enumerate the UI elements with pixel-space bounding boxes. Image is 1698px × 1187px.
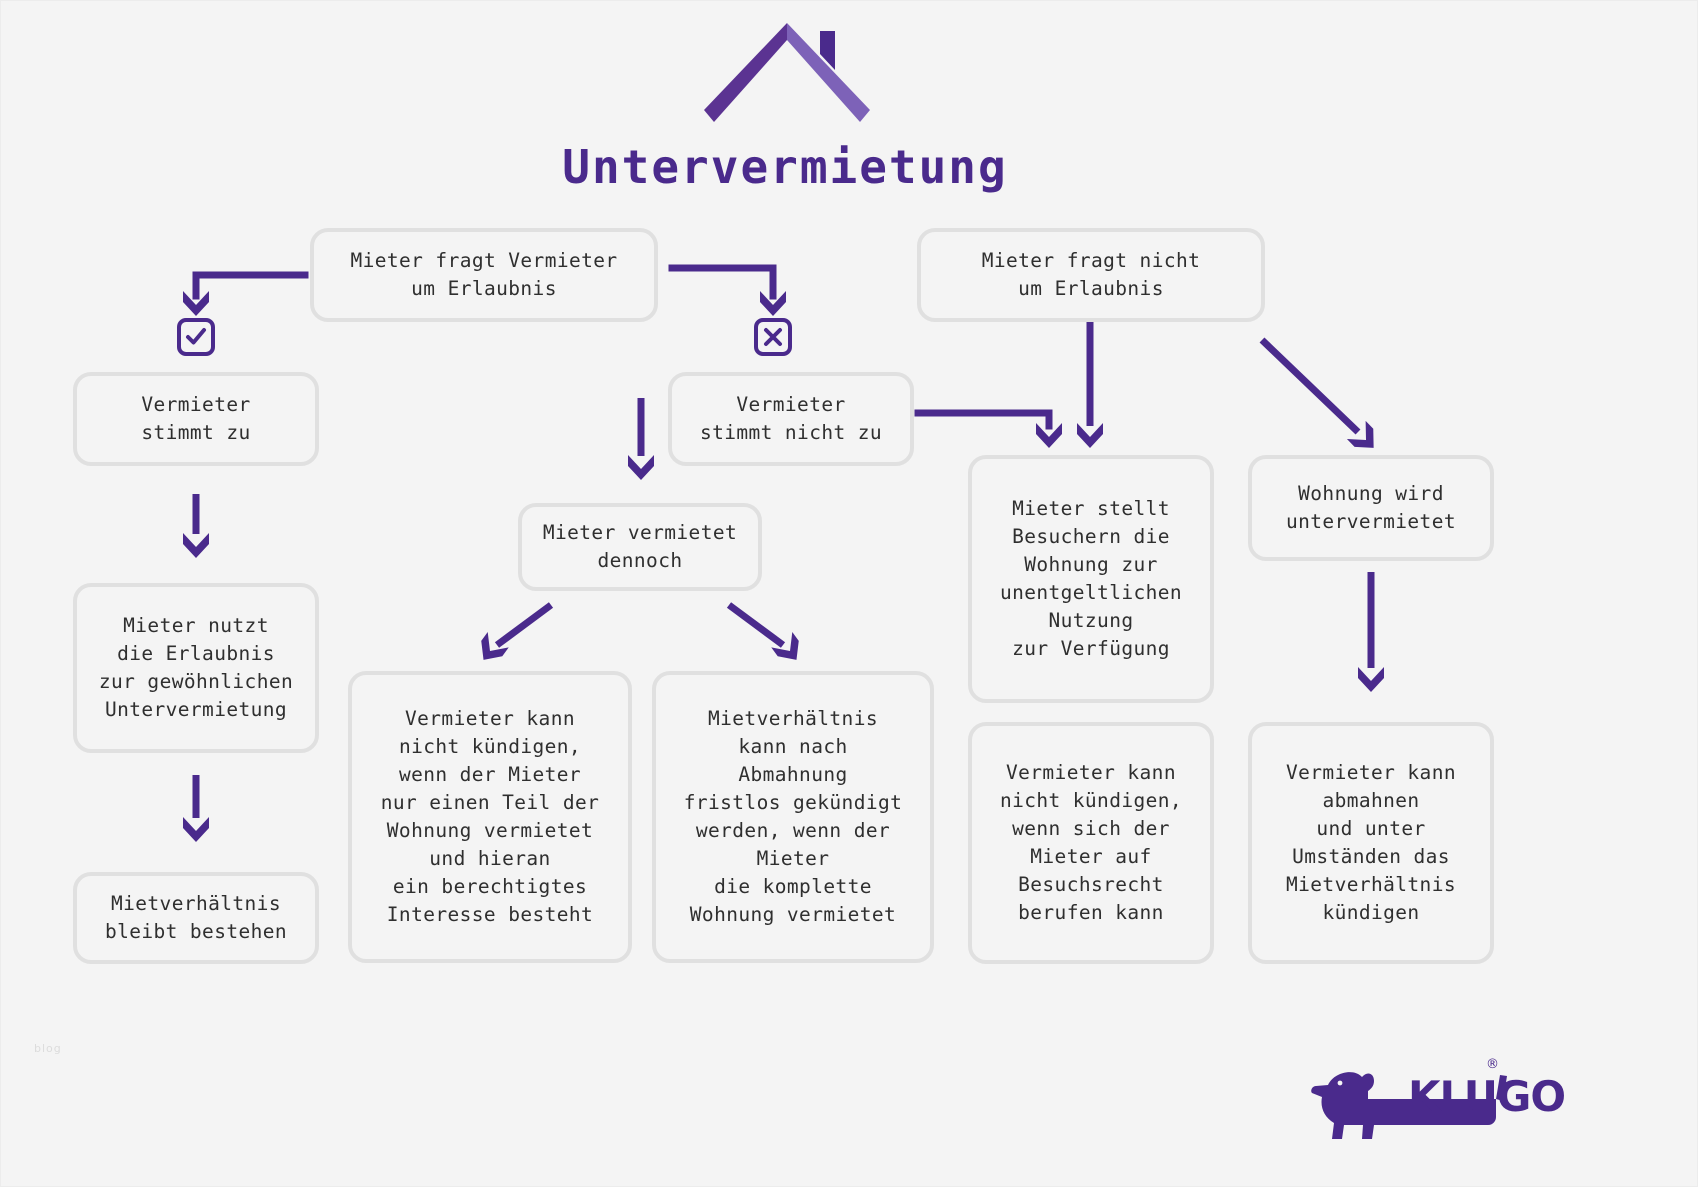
checkbox-crossed-icon	[754, 318, 792, 356]
arrow-disagrees-to-visitors	[914, 409, 1062, 448]
node-landlord-disagrees: Vermieter stimmt nicht zu	[668, 372, 914, 466]
arrow-agrees-to-uses	[183, 494, 209, 558]
arrow-uses-to-remains	[183, 775, 209, 842]
node-tenant-uses-permission: Mieter nutzt die Erlaubnis zur gewöhnlic…	[73, 583, 319, 753]
arrow-sublets-to-warning	[726, 602, 807, 668]
arrow-ask-to-no	[668, 264, 786, 316]
arrow-nopermission-to-visitors	[1077, 318, 1103, 448]
node-ask-permission: Mieter fragt Vermieter um Erlaubnis	[310, 228, 658, 322]
node-no-permission: Mieter fragt nicht um Erlaubnis	[917, 228, 1265, 322]
node-tenant-sublets-anyway: Mieter vermietet dennoch	[518, 503, 762, 591]
node-termination-after-warning: Mietverhältnis kann nach Abmahnung frist…	[652, 671, 934, 963]
dachshund-icon	[1311, 1072, 1507, 1139]
node-tenancy-remains: Mietverhältnis bleibt bestehen	[73, 872, 319, 964]
house-roof-icon	[704, 23, 870, 122]
node-landlord-agrees: Vermieter stimmt zu	[73, 372, 319, 466]
arrow-sublets-to-partial	[473, 602, 554, 668]
checkbox-checked-icon	[177, 318, 215, 356]
arrow-no-to-disagrees	[628, 398, 654, 480]
node-can-warn-and-terminate: Vermieter kann abmahnen und unter Umstän…	[1248, 722, 1494, 964]
node-cannot-terminate-visitors: Vermieter kann nicht kündigen, wenn sich…	[968, 722, 1214, 964]
blog-watermark: blog	[34, 1042, 62, 1055]
arrow-ask-to-yes	[183, 271, 309, 316]
node-cannot-terminate-partial: Vermieter kann nicht kündigen, wenn der …	[348, 671, 632, 963]
arrow-nopermission-to-sublet	[1259, 337, 1383, 457]
node-apartment-sublet: Wohnung wird untervermietet	[1248, 455, 1494, 561]
page-title: Untervermietung	[562, 140, 1008, 194]
registered-mark: ®	[1486, 1057, 1499, 1072]
node-free-use-visitors: Mieter stellt Besuchern die Wohnung zur …	[968, 455, 1214, 703]
klugo-wordmark: KLUGO	[1408, 1072, 1566, 1121]
arrow-sublet-to-warn	[1358, 572, 1384, 692]
